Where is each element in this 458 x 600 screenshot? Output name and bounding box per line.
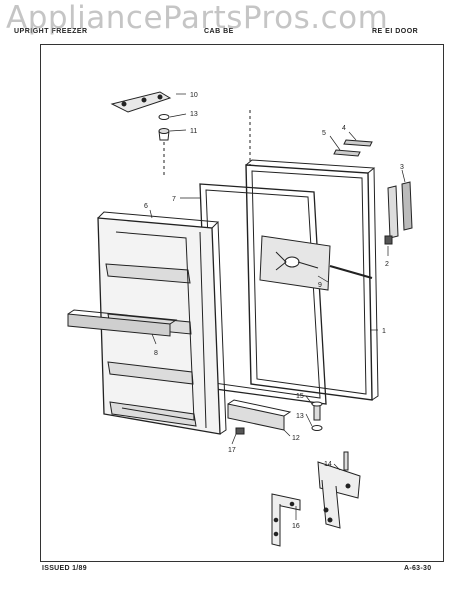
door-bottom-bar (227, 399, 292, 431)
door-lock-detail (259, 235, 373, 291)
header-section-label: CAB BE (204, 28, 234, 35)
callout-5: 5 (322, 130, 326, 137)
hinge-spacer-plate (271, 493, 301, 547)
door-trim-pieces (333, 139, 373, 157)
callout-16: 16 (292, 523, 300, 530)
screw (235, 427, 245, 435)
callout-17: 17 (228, 447, 236, 454)
door-shelf-rail (67, 309, 178, 337)
diagram-frame (40, 44, 444, 562)
callout-6: 6 (144, 203, 148, 210)
callout-15: 15 (296, 393, 304, 400)
callout-13-bottom: 13 (296, 413, 304, 420)
callout-11: 11 (190, 128, 197, 135)
callout-3: 3 (400, 164, 404, 171)
callout-2: 2 (385, 261, 389, 268)
bottom-hinge-bracket (317, 451, 361, 529)
hinge-bushing (158, 128, 170, 141)
header-assembly-label: RE EI DOOR (372, 28, 419, 35)
top-hinge-bracket (110, 91, 172, 113)
hinge-washer-bottom (311, 425, 323, 431)
callout-10: 10 (190, 92, 198, 99)
page-code: A-63-30 (404, 565, 432, 572)
callout-12: 12 (292, 435, 300, 442)
bottom-hinge-pin (311, 401, 323, 421)
callout-4: 4 (342, 125, 346, 132)
callout-1: 1 (382, 328, 386, 335)
callout-9: 9 (318, 282, 322, 289)
door-gasket (199, 183, 327, 405)
outer-door-panel (245, 159, 379, 401)
issued-date: ISSUED 1/89 (42, 565, 87, 572)
door-handle (384, 181, 413, 245)
callout-13-top: 13 (190, 111, 198, 118)
hinge-washer-top (158, 114, 170, 120)
callout-8: 8 (154, 350, 158, 357)
callout-7: 7 (172, 196, 176, 203)
header-model-label: UPRIGHT FREEZER (14, 28, 88, 35)
callout-14: 14 (324, 461, 332, 468)
